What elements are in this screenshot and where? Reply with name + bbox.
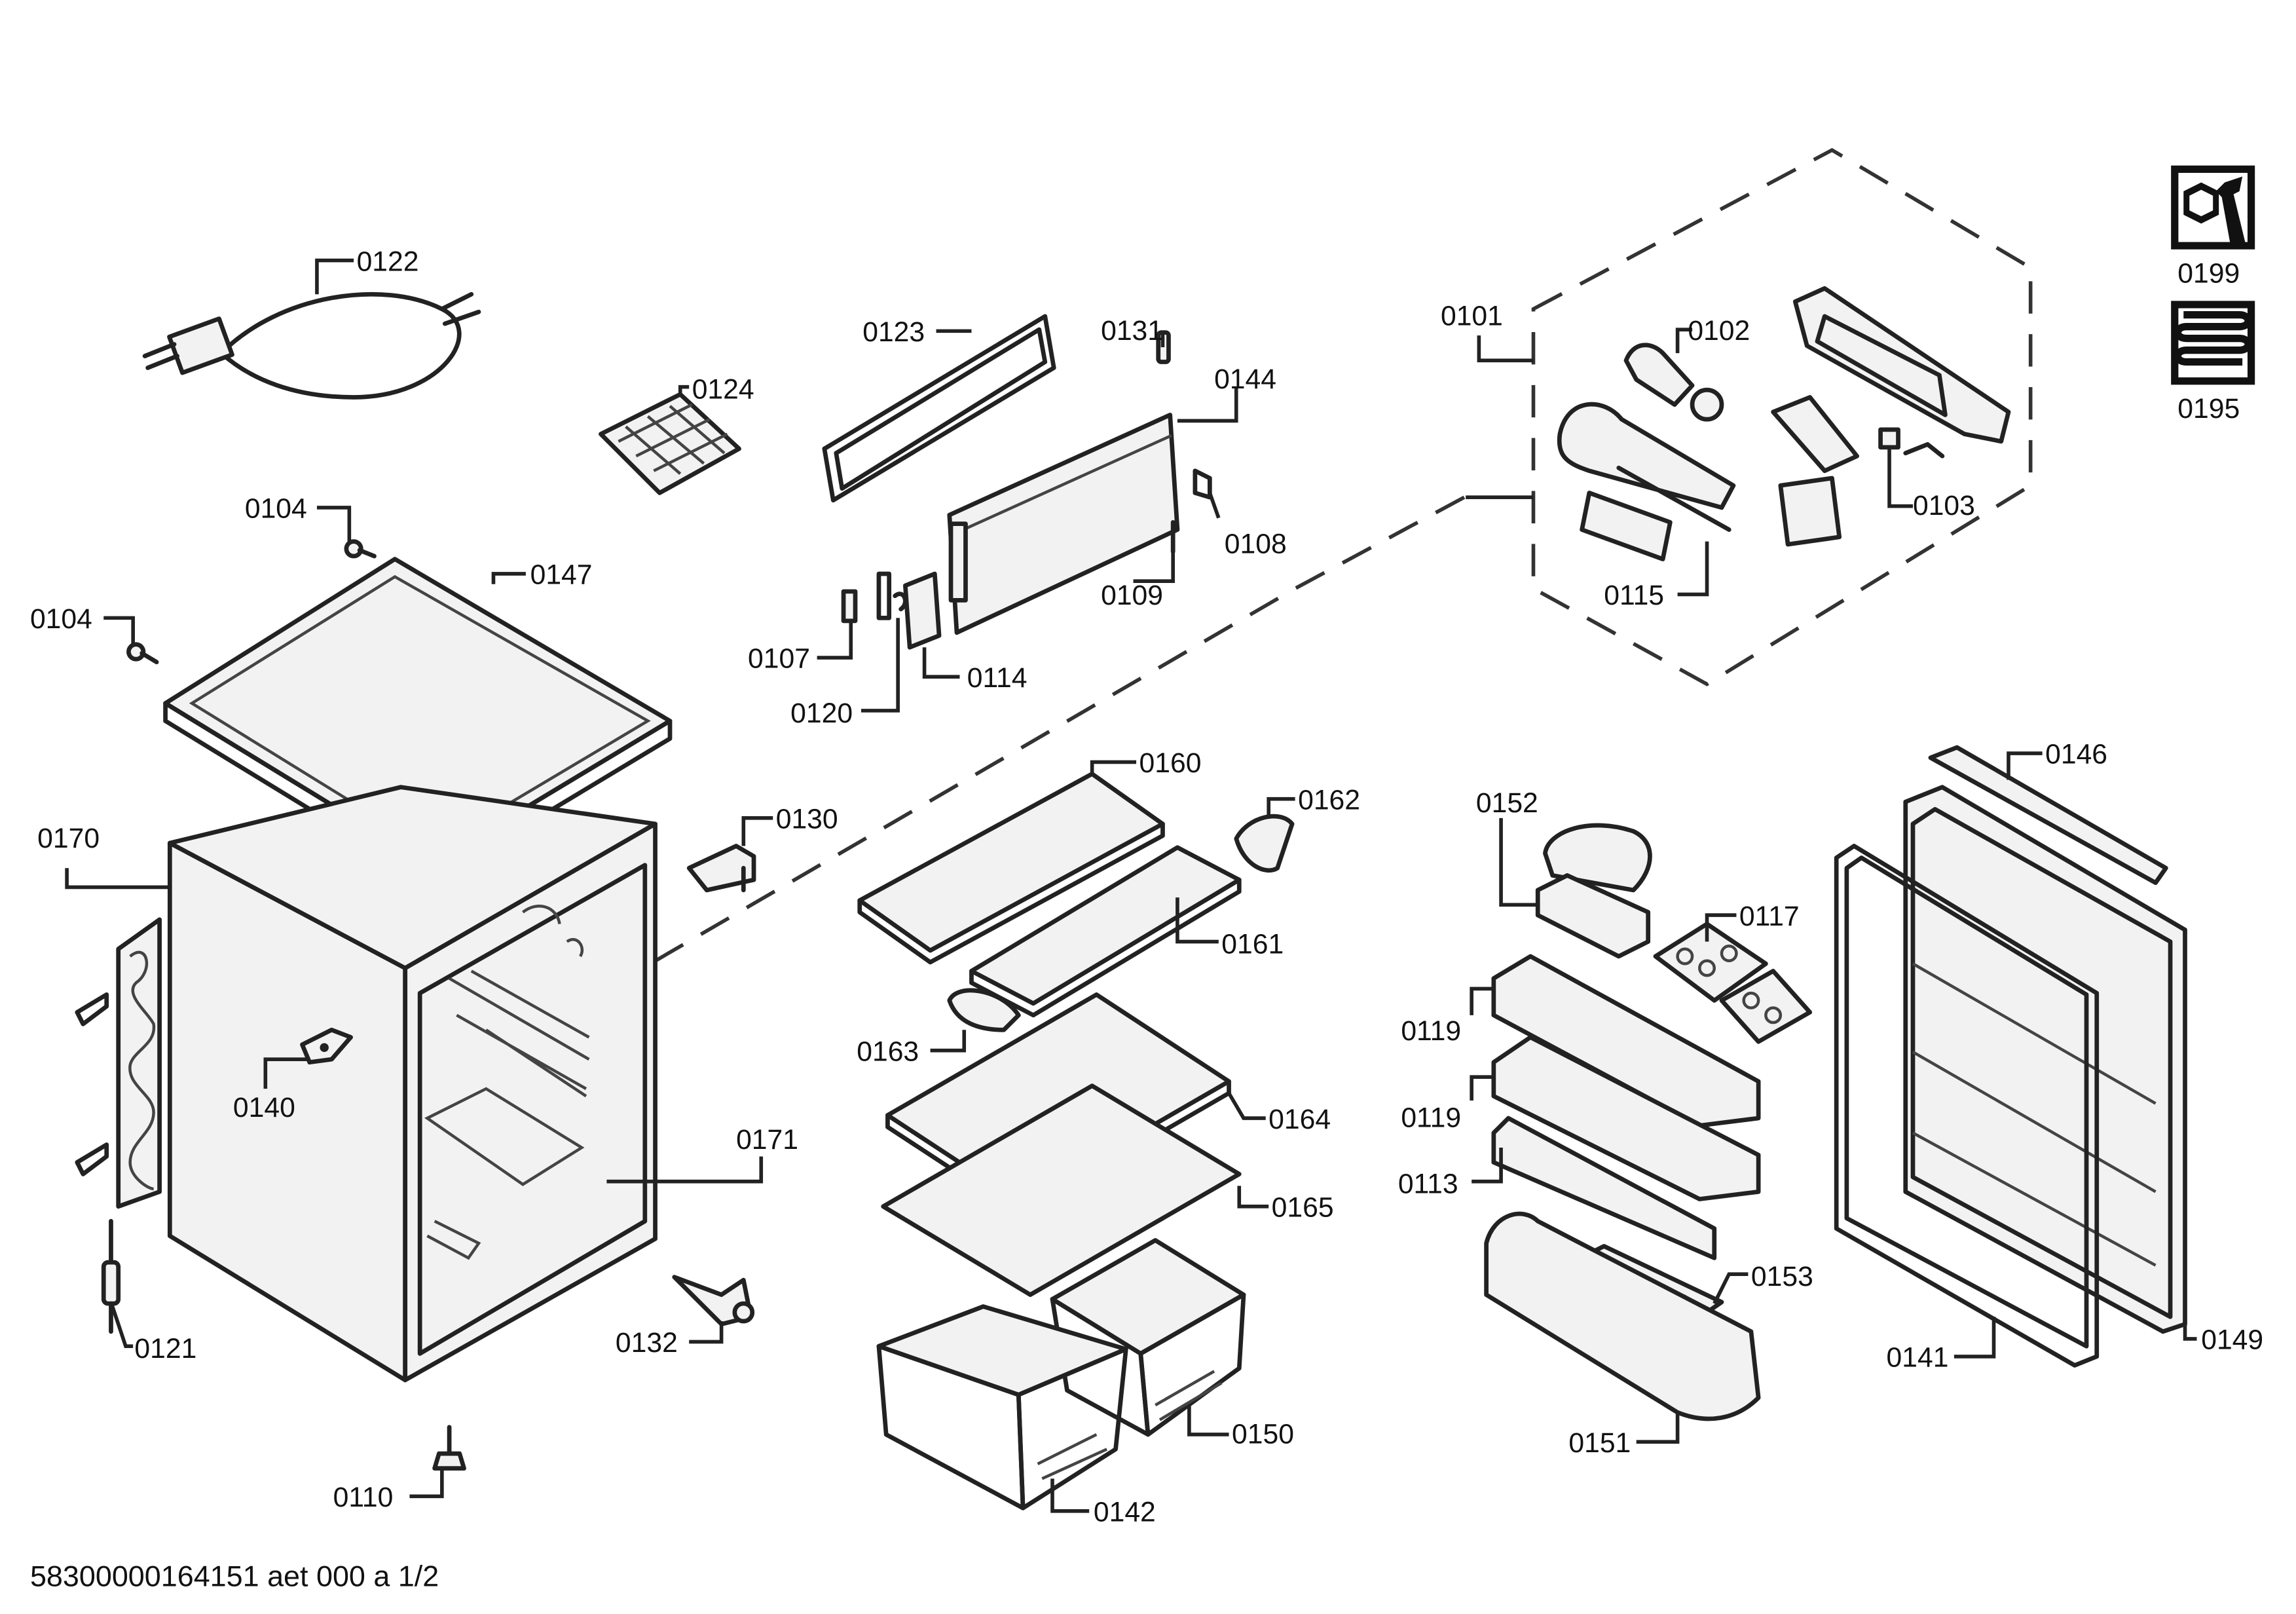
document-footer-code: 58300000164151 aet 000 a 1/2 [30, 1559, 439, 1592]
label-0120: 0120 [790, 698, 853, 729]
door-rack-part-0119a [1491, 954, 1761, 1128]
shelf-clip-part-0163 [947, 988, 1021, 1032]
label-0117: 0117 [1739, 901, 1800, 932]
label-0195: 0195 [2177, 393, 2240, 424]
label-0108: 0108 [1225, 529, 1287, 560]
label-0109: 0109 [1101, 580, 1163, 611]
label-0124: 0124 [692, 374, 754, 405]
hinge-pin-part [1193, 468, 1212, 500]
label-0123: 0123 [862, 316, 925, 348]
label-0113: 0113 [1398, 1169, 1458, 1200]
door-rack-part-0113 [1491, 1116, 1717, 1260]
assembly-connector-line [646, 495, 1466, 967]
lamp-bulb-part [1623, 343, 1724, 422]
assembly-group-outline [1531, 147, 2033, 686]
wrench-nut-icon [2171, 165, 2255, 250]
label-0162: 0162 [1298, 784, 1360, 816]
label-0140: 0140 [233, 1092, 295, 1123]
freezer-door-gasket-part [822, 314, 1056, 503]
label-0101: 0101 [1441, 300, 1503, 331]
ice-tray-part [599, 392, 741, 495]
label-0119-upper: 0119 [1401, 1015, 1461, 1047]
butter-compartment-part [1535, 823, 1652, 959]
label-0151: 0151 [1568, 1427, 1631, 1459]
door-rack-part-0119b [1491, 1035, 1761, 1201]
freezer-door-part [947, 413, 1180, 635]
screw-part-0104a [344, 539, 377, 559]
label-0144: 0144 [1214, 364, 1276, 395]
shelf-clip-part-0162 [1234, 814, 1295, 873]
label-0199: 0199 [2177, 257, 2240, 289]
label-0107: 0107 [748, 643, 810, 675]
label-0147: 0147 [530, 559, 593, 591]
sensor-part [101, 1218, 121, 1334]
door-panel-part [1903, 785, 2187, 1334]
label-0131: 0131 [1101, 315, 1163, 347]
egg-tray-part [1653, 922, 1813, 1044]
glass-shelf-part-0165 [881, 1083, 1242, 1297]
condenser-part [75, 917, 162, 1209]
label-0104-top: 0104 [245, 493, 307, 525]
label-0114: 0114 [967, 662, 1028, 694]
label-0141: 0141 [1887, 1342, 1949, 1374]
label-0103: 0103 [1913, 490, 1975, 521]
label-0119-lower: 0119 [1401, 1102, 1461, 1134]
shelf-part-0161 [969, 845, 1242, 1018]
hinge-part-0130 [686, 844, 756, 893]
shelf-part-0160 [857, 772, 1165, 965]
label-0115: 0115 [1604, 580, 1664, 611]
door-top-strip-part [1928, 745, 2168, 886]
label-0130: 0130 [776, 804, 838, 835]
label-0171: 0171 [736, 1124, 798, 1155]
bottle-shelf-part [1484, 1211, 1761, 1421]
crisper-drawer-part-0142 [876, 1304, 1128, 1511]
label-0163: 0163 [857, 1036, 919, 1067]
label-0161: 0161 [1221, 928, 1284, 960]
door-gasket-part [1834, 844, 2100, 1368]
part-labels: 0122 0124 0123 0131 0144 0108 0109 0107 … [30, 246, 2263, 1528]
foot-screw-part [432, 1425, 466, 1471]
cabinet-body-part [167, 785, 657, 1383]
latch-parts [841, 571, 942, 650]
label-0160: 0160 [1139, 747, 1202, 779]
label-0110: 0110 [333, 1482, 394, 1513]
screw-part-0104b [126, 642, 159, 665]
label-0104-left: 0104 [30, 603, 92, 635]
label-0149: 0149 [2201, 1324, 2263, 1356]
label-0153: 0153 [1751, 1261, 1813, 1292]
label-0122: 0122 [357, 246, 419, 277]
evaporator-coil-icon [2171, 301, 2255, 385]
lamp-cover-part [1557, 402, 1842, 561]
thermostat-housing-part [1792, 286, 2011, 444]
control-board-part [1771, 395, 1945, 474]
label-0102: 0102 [1688, 315, 1750, 347]
power-cord-part [142, 291, 481, 400]
label-0146: 0146 [2045, 739, 2107, 770]
label-0152: 0152 [1476, 787, 1538, 819]
label-0170: 0170 [37, 823, 100, 854]
label-0121: 0121 [134, 1333, 196, 1364]
hinge-part-0132 [672, 1275, 755, 1326]
label-0150: 0150 [1232, 1418, 1294, 1450]
label-0142: 0142 [1094, 1496, 1156, 1528]
label-0132: 0132 [616, 1327, 678, 1359]
label-0164: 0164 [1268, 1104, 1331, 1135]
label-0165: 0165 [1272, 1192, 1334, 1224]
